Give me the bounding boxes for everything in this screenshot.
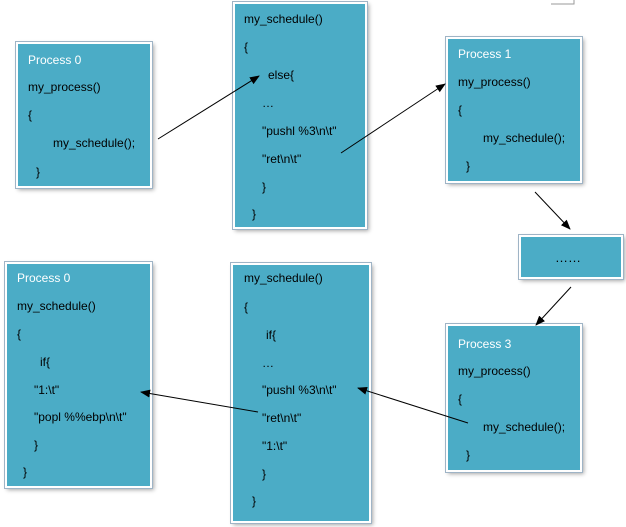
schedule-top-line-6: } — [262, 180, 267, 194]
process-3-line-3: my_schedule(); — [483, 420, 566, 434]
process-3-box: Process 3 my_process() { my_schedule(); … — [446, 324, 582, 472]
process-3-line-2: { — [458, 392, 463, 406]
process-0-bottom-line-2: { — [17, 327, 22, 341]
process-0-top-title: Process 0 — [28, 53, 82, 67]
process-0-bottom-line-4: "1:\t" — [34, 383, 60, 397]
schedule-top-box: my_schedule() { else{ … "pushl %3\n\t" "… — [233, 2, 367, 229]
process-0-top-line-3: my_schedule(); — [53, 136, 136, 150]
schedule-bottom-line-2: if{ — [266, 328, 277, 342]
process-0-top-line-4: } — [36, 165, 41, 179]
schedule-top-title: my_schedule() — [244, 12, 323, 26]
process-0-bottom-line-7: } — [23, 465, 28, 479]
process-0-bottom-title: Process 0 — [17, 271, 71, 285]
schedule-bottom-line-6: "1:\t" — [262, 439, 288, 453]
schedule-top-line-7: } — [252, 207, 257, 221]
schedule-top-line-2: else{ — [268, 68, 295, 82]
schedule-bottom-line-8: } — [252, 494, 257, 508]
schedule-bottom-title: my_schedule() — [244, 271, 323, 285]
arrow-process0-to-else — [157, 75, 260, 140]
schedule-top-line-3: … — [262, 96, 274, 110]
process-0-bottom-box: Process 0 my_schedule() { if{ "1:\t" "po… — [5, 262, 152, 488]
schedule-bottom-line-7: } — [262, 467, 267, 481]
process-0-bottom-line-5: "popl %%ebp\n\t" — [34, 410, 127, 424]
arrow-process1-to-ellipsis — [534, 191, 571, 230]
ellipsis-text: …… — [555, 250, 581, 265]
schedule-top-line-5: "ret\n\t" — [262, 152, 302, 166]
process-1-line-2: { — [458, 103, 463, 117]
schedule-top-line-1: { — [244, 40, 249, 54]
ellipsis-box: …… — [519, 235, 623, 279]
process-1-line-4: } — [466, 159, 471, 173]
arrow-ellipsis-to-process3 — [535, 286, 572, 326]
process-0-bottom-line-3: if{ — [40, 355, 51, 369]
process-1-line-1: my_process() — [458, 75, 531, 89]
process-0-bottom-line-1: my_schedule() — [17, 299, 96, 313]
arrow-ret-to-process1 — [340, 83, 446, 154]
process-0-top-line-1: my_process() — [28, 80, 101, 94]
process-0-top-box: Process 0 my_process() { my_schedule(); … — [16, 42, 152, 188]
process-1-line-3: my_schedule(); — [483, 131, 566, 145]
schedule-bottom-line-5: "ret\n\t" — [262, 411, 302, 425]
process-3-line-1: my_process() — [458, 364, 531, 378]
corner-artifact — [551, 0, 575, 5]
process-3-line-4: } — [466, 448, 471, 462]
process-0-top-line-2: { — [28, 108, 33, 122]
arrow-process3-to-pushl — [357, 386, 469, 424]
schedule-bottom-box: my_schedule() { if{ … "pushl %3\n\t" "re… — [231, 263, 371, 523]
schedule-bottom-line-4: "pushl %3\n\t" — [262, 383, 337, 397]
process-1-title: Process 1 — [458, 47, 512, 61]
process-3-title: Process 3 — [458, 337, 512, 351]
arrow-ret-to-process0 — [140, 389, 259, 413]
process-0-bottom-line-6: } — [34, 438, 39, 452]
schedule-top-line-4: "pushl %3\n\t" — [262, 124, 337, 138]
process-1-box: Process 1 my_process() { my_schedule(); … — [446, 37, 582, 183]
schedule-bottom-line-1: { — [244, 300, 249, 314]
schedule-bottom-line-3: … — [262, 356, 274, 370]
